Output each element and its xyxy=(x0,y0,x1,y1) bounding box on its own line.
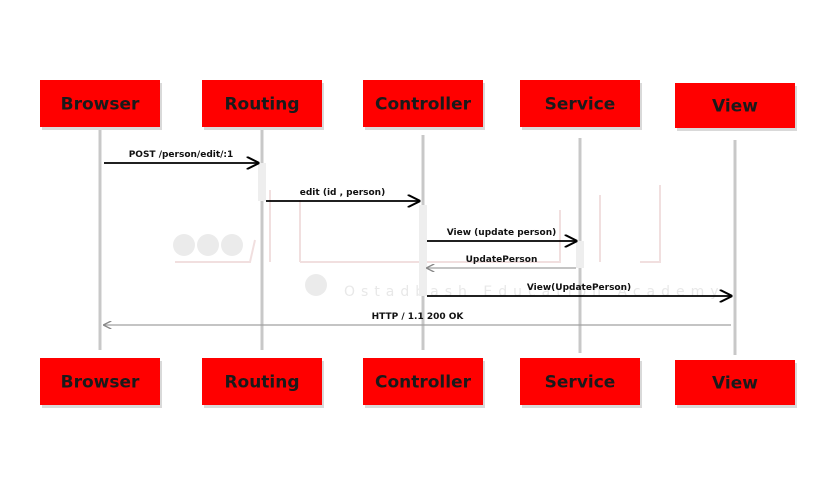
watermark-dot xyxy=(173,234,195,256)
participant-label: Routing xyxy=(224,373,299,393)
participant-box xyxy=(675,360,795,405)
message-6: HTTP / 1.1 200 OK xyxy=(104,312,731,325)
participant-boxes: BrowserBrowserRoutingRoutingControllerCo… xyxy=(40,80,797,408)
watermark-dot xyxy=(221,234,243,256)
participant-box xyxy=(202,358,322,405)
participant-service-bottom: Service xyxy=(520,358,642,408)
participant-routing-top: Routing xyxy=(202,80,324,130)
participant-view-top: View xyxy=(675,83,797,131)
message-1: POST /person/edit/:1 xyxy=(104,150,258,163)
watermark-dot xyxy=(197,234,219,256)
message-label: View (update person) xyxy=(447,228,557,238)
participant-box xyxy=(40,80,160,127)
participant-box xyxy=(363,358,483,405)
activation-bar-service xyxy=(576,241,584,268)
participant-box xyxy=(363,80,483,127)
participant-browser-bottom: Browser xyxy=(40,358,162,408)
participant-view-bottom: View xyxy=(675,360,797,408)
participant-routing-bottom: Routing xyxy=(202,358,324,408)
participant-box xyxy=(520,80,640,127)
participant-label: Service xyxy=(545,373,616,393)
participant-browser-top: Browser xyxy=(40,80,162,130)
message-4: UpdatePerson xyxy=(427,255,576,268)
participant-service-top: Service xyxy=(520,80,642,130)
participant-label: Controller xyxy=(375,373,472,393)
participant-label: Browser xyxy=(61,95,140,115)
watermark-dot xyxy=(305,274,327,296)
messages: POST /person/edit/:1 edit (id , person) Vi… xyxy=(104,150,731,325)
participant-label: View xyxy=(712,97,758,117)
participant-box xyxy=(202,80,322,127)
watermark-logo: Ostadbash Education Academy xyxy=(173,185,719,300)
watermark-glyphs xyxy=(175,185,661,263)
message-5: View(UpdatePerson) xyxy=(427,283,731,296)
participant-label: View xyxy=(712,374,758,394)
participant-label: Service xyxy=(545,95,616,115)
participant-controller-top: Controller xyxy=(363,80,485,130)
message-label: HTTP / 1.1 200 OK xyxy=(372,312,465,322)
participant-label: Browser xyxy=(61,373,140,393)
participant-controller-bottom: Controller xyxy=(363,358,485,408)
activation-bar-controller xyxy=(419,205,427,296)
participant-label: Routing xyxy=(224,95,299,115)
message-label: View(UpdatePerson) xyxy=(527,283,631,293)
activation-bar-routing xyxy=(258,163,266,201)
message-2: edit (id , person) xyxy=(266,188,419,201)
participant-box xyxy=(675,83,795,128)
participant-label: Controller xyxy=(375,95,472,115)
message-label: UpdatePerson xyxy=(466,255,538,265)
activation-bars xyxy=(258,163,584,296)
participant-box xyxy=(520,358,640,405)
participant-box xyxy=(40,358,160,405)
message-label: POST /person/edit/:1 xyxy=(129,150,234,160)
message-label: edit (id , person) xyxy=(300,188,385,198)
message-3: View (update person) xyxy=(427,228,576,241)
